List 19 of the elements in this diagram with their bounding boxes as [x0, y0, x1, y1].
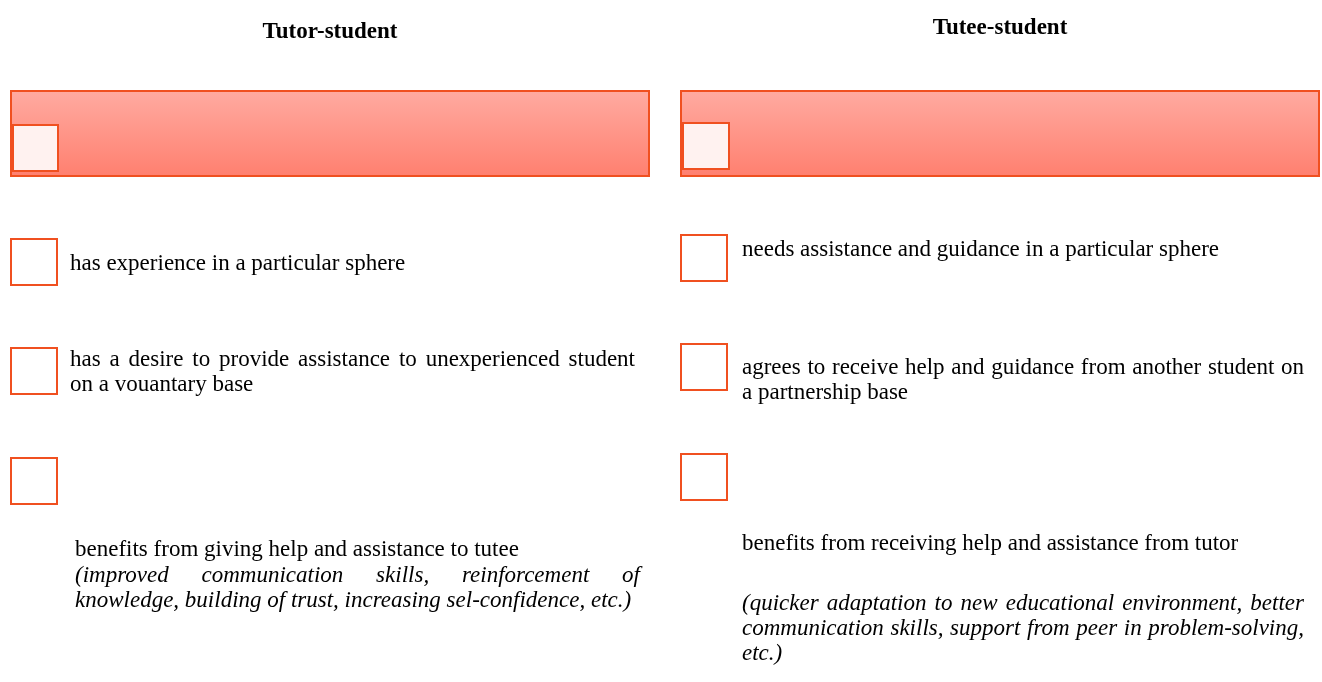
checkbox-square [10, 238, 58, 286]
description-text: has experience in a particular sphere [70, 250, 407, 275]
checkbox-square [682, 122, 730, 170]
description-text: has a desire to provide assistance to unexperienced student on a vouantary base [70, 346, 635, 396]
header-bar [10, 90, 650, 177]
description-text: agrees to receive help and guidance from another student on a partnership base [742, 354, 1304, 404]
checkbox-square [10, 457, 58, 505]
header-bar [680, 90, 1320, 177]
column-heading: Tutor-student [261, 18, 399, 44]
description-text: needs assistance and guidance in a particular sphere [742, 236, 1221, 261]
column-heading: Tutee-student [931, 14, 1069, 40]
checkbox-square [680, 343, 728, 391]
checkbox-square [12, 124, 59, 172]
description-text: benefits from receiving help and assistance from tutor [742, 530, 1240, 555]
checkbox-square [10, 347, 58, 395]
checkbox-square [680, 453, 728, 501]
description-text: benefits from giving help and assistance to tutee [75, 536, 520, 561]
example-note: (quicker adaptation to new educational environment, better communication skills, support from peer in problem-solving, etc.) [742, 590, 1304, 665]
checkbox-square [680, 234, 728, 282]
